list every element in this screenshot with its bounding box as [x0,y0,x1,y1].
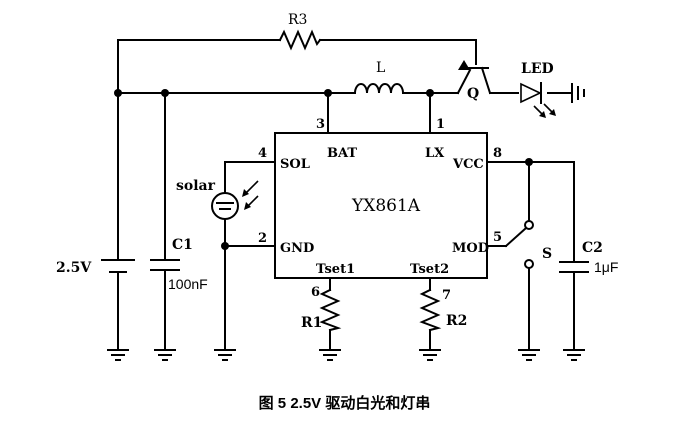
pin-tset2-number: 7 [442,288,451,303]
inductor-coil [353,83,405,95]
solar-label: solar [176,178,216,194]
pin-sol-label: SOL [280,157,310,172]
switch-s [504,220,534,269]
r1-label: R1 [301,315,322,331]
led-ground-symbol [571,83,585,103]
pin-gnd-label: GND [280,241,314,256]
pin-mod-label: MOD [452,241,489,256]
chip-name: YX861A [351,196,421,216]
pin-bat-label: BAT [327,146,357,161]
pin-tset2-label: Tset2 [410,262,449,277]
pin-bat-number: 3 [316,117,325,132]
wires [117,39,575,351]
r3-label: R3 [288,12,307,28]
c2-capacitor [559,261,589,273]
solar-cell [211,180,259,220]
battery-label: 2.5V [56,260,92,276]
pin-lx-label: LX [425,146,445,161]
switch-label: S [542,246,552,262]
pin-sol-number: 4 [258,146,267,161]
c2-name: C2 [582,240,603,256]
led-label: LED [521,61,554,77]
r1-resistor [319,288,342,332]
transistor-q [456,60,492,95]
r2-label: R2 [446,313,467,329]
pin-tset1-label: Tset1 [316,262,355,277]
chip-body [274,132,488,279]
pin-tset1-number: 6 [311,285,320,300]
pin-vcc-number: 8 [493,146,502,161]
c2-value: 1μF [594,259,618,275]
c1-name: C1 [172,237,193,253]
transistor-label: Q [467,86,479,102]
pin-mod-number: 5 [493,230,502,245]
figure-caption: 图 5 2.5V 驱动白光和灯串 [258,395,431,412]
pin-vcc-label: VCC [452,157,484,172]
r3-resistor [278,29,322,51]
c1-capacitor [150,259,180,271]
r2-resistor [419,288,442,332]
inductor-label: L [376,60,385,76]
c1-value: 100nF [168,276,208,292]
pin-lx-number: 1 [436,117,445,132]
pin-gnd-number: 2 [258,231,267,246]
led-diode [520,82,556,118]
ground-symbols [107,349,585,361]
battery-symbol [101,259,135,273]
junction-dots [114,89,533,250]
